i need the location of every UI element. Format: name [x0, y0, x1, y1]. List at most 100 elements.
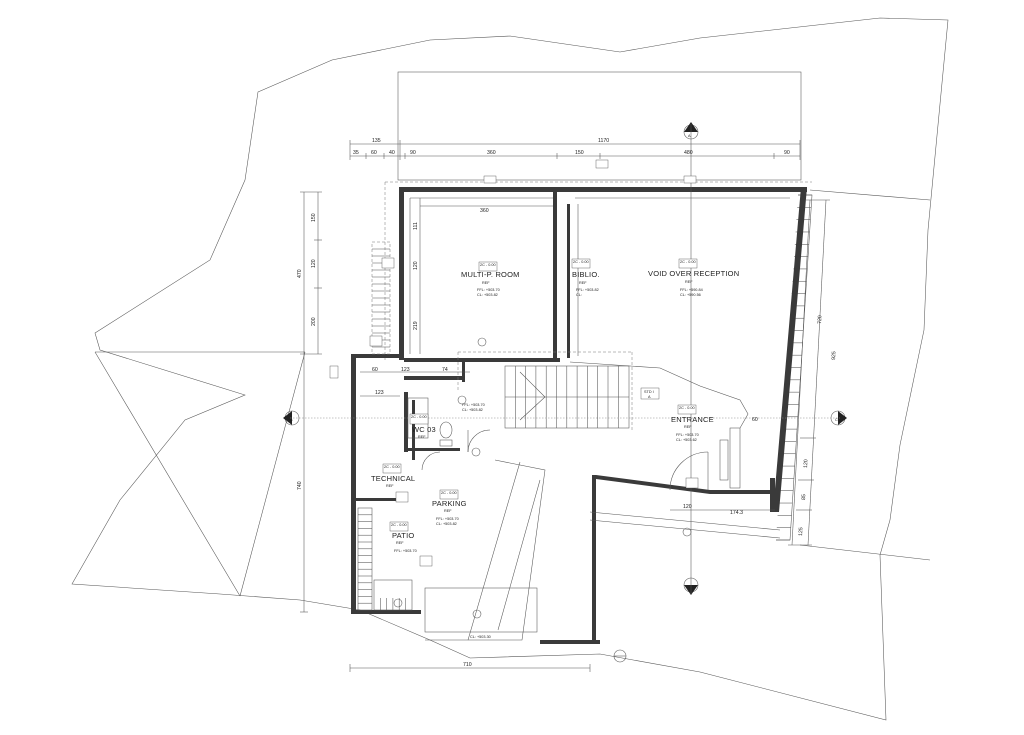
room-code: 2C - 0.00 — [680, 260, 696, 264]
room-code: 2C - 0.00 — [573, 260, 589, 264]
room-code: 2C - 0.00 — [391, 523, 407, 527]
terrace-outline — [384, 71, 812, 360]
dim-60: 60 — [371, 150, 377, 156]
room-tag: REF — [444, 509, 452, 513]
site-boundary — [71, 17, 949, 721]
hallway-levels: FFL: +503.70 CL: +503.82 — [462, 403, 485, 412]
svg-text:D: D — [688, 585, 691, 589]
room-name: WC 03 — [412, 425, 436, 434]
dim-int-123b: 123 — [375, 390, 384, 396]
dim-720-right: 720 — [817, 315, 823, 324]
parking-ramp — [424, 459, 781, 641]
dim-int-74: 74 — [442, 367, 448, 373]
room-name: PATIO — [392, 531, 414, 540]
room-name: ENTRANCE — [671, 415, 714, 424]
dim-85-right: 85 — [801, 494, 807, 500]
room-tag: REF — [396, 541, 404, 545]
room-tag: REF — [579, 281, 587, 285]
room-biblio: 2C - 0.00 BIBLIO. REF FFL: +503.82 CL: — [571, 258, 600, 297]
room-tag: REF — [685, 280, 693, 284]
dim-int-123: 123 — [401, 367, 410, 373]
dim-150-left: 150 — [311, 213, 317, 222]
room-cl: CL: +590.56 — [680, 293, 701, 297]
dim-int-360: 360 — [480, 208, 489, 214]
dim-200-left: 200 — [311, 317, 317, 326]
hall-cl: CL: +503.82 — [462, 408, 483, 412]
right-dimensions: 720 925 120 85 125 — [788, 199, 837, 546]
room-technical: 2C - 0.00 TECHNICAL REF — [371, 463, 415, 488]
dim-int-120: 120 — [413, 261, 419, 270]
room-patio: 2C - 0.00 PATIO REF FFL: +503.70 — [389, 521, 417, 553]
dim-1170: 1170 — [598, 138, 609, 144]
dim-925-right: 925 — [831, 351, 837, 360]
room-ffl: FFL: +590.84 — [680, 288, 703, 292]
door-swings — [421, 427, 741, 491]
room-name: MULTI-P. ROOM — [461, 270, 520, 279]
inner-linework — [409, 197, 790, 432]
room-parking: 2C - 0.00 PARKING REF FFL: +503.70 CL: +… — [432, 489, 467, 526]
dim-int-60b: 60 — [752, 417, 758, 423]
dim-480: 480 — [684, 150, 693, 156]
building-walls — [351, 187, 807, 644]
dim-360: 360 — [487, 150, 496, 156]
room-name: TECHNICAL — [371, 474, 415, 483]
dim-40: 40 — [389, 150, 395, 156]
patio-stair — [357, 507, 413, 611]
room-name: BIBLIO. — [572, 270, 600, 279]
room-tag: REF — [418, 435, 426, 439]
hall-ffl: FFL: +503.70 — [462, 403, 485, 407]
dim-90b: 90 — [784, 150, 790, 156]
staircase: STD I A — [504, 365, 660, 429]
room-entrance: 2C - 0.00 ENTRANCE REF FFL: +503.70 CL: … — [671, 404, 714, 442]
interior-dimensions: 360 111 120 219 60 123 74 123 60 120 174… — [360, 205, 775, 516]
dim-bottom-710: 710 — [463, 662, 472, 668]
reference-bubbles — [329, 159, 699, 619]
dim-120-left: 120 — [311, 259, 317, 268]
facade-window-strip — [776, 194, 813, 541]
elevation-tag-bottom — [613, 649, 627, 663]
dim-int-174: 174.3 — [730, 510, 743, 516]
dim-int-60: 60 — [372, 367, 378, 373]
dim-120-right: 120 — [803, 459, 809, 468]
exterior-level: CL: +503.30 — [470, 635, 491, 639]
left-dimensions: 150 120 200 470 740 — [297, 191, 322, 613]
dim-int-111: 111 — [413, 222, 419, 230]
room-code: 2C - 0.00 — [384, 465, 400, 469]
external-stair-left — [371, 241, 391, 355]
stair-label: STD I — [644, 390, 654, 394]
room-wc: 2C - 0.00 WC 03 REF — [409, 413, 436, 439]
room-code: 2C - 0.00 — [411, 415, 427, 419]
room-ffl: FFL: +503.70 — [436, 517, 459, 521]
svg-text:C: C — [835, 418, 838, 422]
room-cl: CL: +503.82 — [436, 522, 457, 526]
room-tag: REF — [482, 281, 490, 285]
room-tag: REF — [684, 425, 692, 429]
dim-int-219: 219 — [413, 321, 419, 330]
room-cl: CL: +503.62 — [676, 438, 697, 442]
dim-740-left: 740 — [297, 481, 303, 490]
dim-470-left: 470 — [297, 269, 303, 278]
room-cl: CL: +503.82 — [477, 293, 498, 297]
dim-int-120b: 120 — [683, 504, 692, 510]
room-ffl: FFL: +503.82 — [576, 288, 599, 292]
svg-text:A: A — [688, 134, 691, 138]
room-name: PARKING — [432, 499, 467, 508]
svg-text:B: B — [290, 418, 293, 422]
dim-35: 35 — [353, 150, 359, 156]
dim-135: 135 — [372, 138, 381, 144]
room-tag: REF — [386, 484, 394, 488]
room-cl: CL: — [576, 293, 582, 297]
room-code: 2C - 0.00 — [679, 406, 695, 410]
dim-90: 90 — [410, 150, 416, 156]
room-ffl: FFL: +503.70 — [394, 549, 417, 553]
section-markers: A B C D — [283, 122, 847, 663]
room-ffl: FFL: +503.70 — [477, 288, 500, 292]
dim-150: 150 — [575, 150, 584, 156]
room-name: VOID OVER RECEPTION — [648, 269, 739, 278]
bottom-dimension: 710 — [349, 662, 591, 672]
room-code: 2C - 0.00 — [480, 263, 496, 267]
room-multi-purpose: 2C - 0.00 MULTI-P. ROOM REF FFL: +503.70… — [461, 261, 520, 297]
exterior-cl: CL: +503.30 — [470, 635, 491, 639]
stair-tag: A — [648, 395, 651, 399]
